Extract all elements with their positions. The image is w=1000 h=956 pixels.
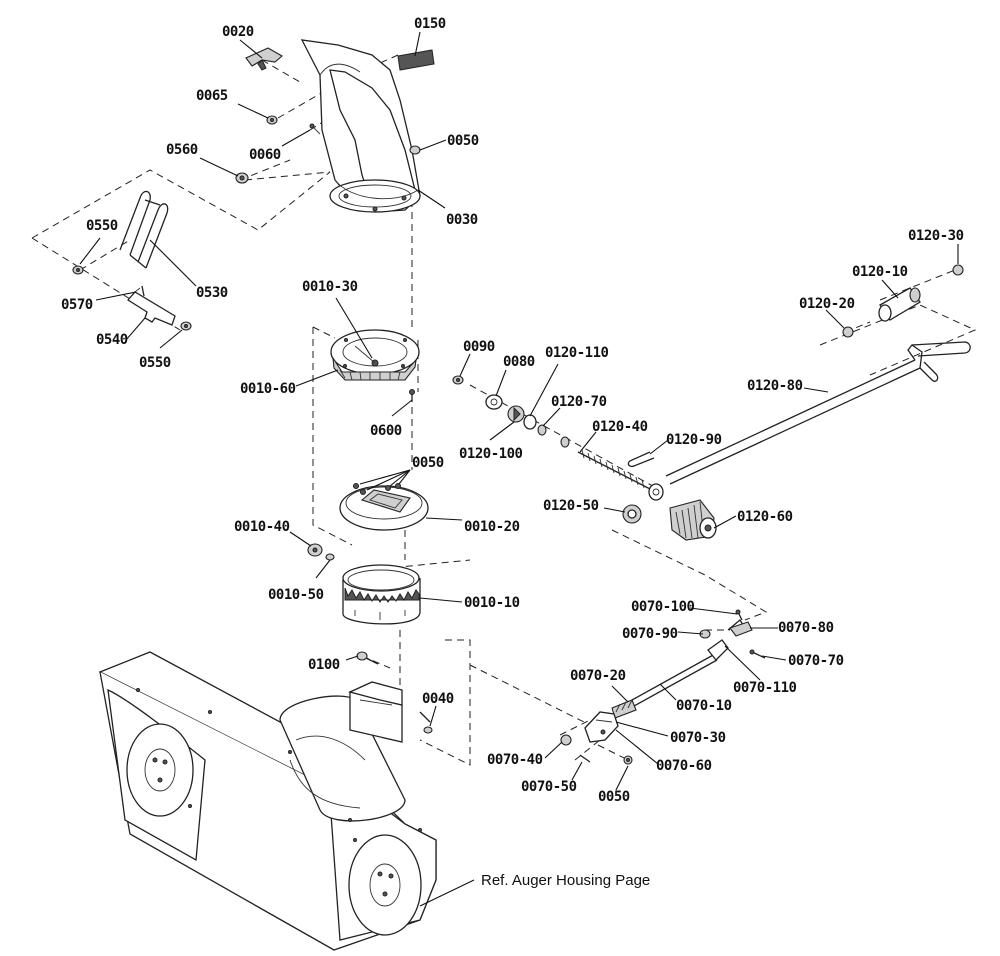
deflector-control-rod xyxy=(119,190,169,269)
label-0560: 0560 xyxy=(166,142,198,158)
label-0060: 0060 xyxy=(249,147,281,163)
label-0550-upper: 0550 xyxy=(86,218,118,234)
deflector-knob xyxy=(245,47,283,71)
auger-housing xyxy=(98,651,437,951)
label-0050-chute: 0050 xyxy=(447,133,479,149)
chute-bracket xyxy=(72,265,192,331)
label-0120-50: 0120-50 xyxy=(543,498,599,514)
label-0540: 0540 xyxy=(96,332,128,348)
label-0120-80: 0120-80 xyxy=(747,378,803,394)
label-0090: 0090 xyxy=(463,339,495,355)
label-0070-80: 0070-80 xyxy=(778,620,834,636)
label-0120-90: 0120-90 xyxy=(666,432,722,448)
label-0010-50: 0010-50 xyxy=(268,587,324,603)
label-0120-100: 0120-100 xyxy=(459,446,523,462)
chute-rotation-ring xyxy=(330,329,420,402)
reference-note: Ref. Auger Housing Page xyxy=(481,872,650,889)
chute-base-plate xyxy=(339,483,429,531)
label-0020: 0020 xyxy=(222,24,254,40)
label-0070-30: 0070-30 xyxy=(670,730,726,746)
label-0070-50: 0070-50 xyxy=(521,779,577,795)
label-0070-40: 0070-40 xyxy=(487,752,543,768)
label-0120-70: 0120-70 xyxy=(551,394,607,410)
label-0030: 0030 xyxy=(446,212,478,228)
label-0070-110: 0070-110 xyxy=(733,680,797,696)
chute-gear-ring xyxy=(307,543,421,625)
label-0120-60: 0120-60 xyxy=(737,509,793,525)
label-0070-100: 0070-100 xyxy=(631,599,695,615)
label-0080: 0080 xyxy=(503,354,535,370)
chute-hardware xyxy=(235,115,421,184)
label-0010-20: 0010-20 xyxy=(464,519,520,535)
label-0600: 0600 xyxy=(370,423,402,439)
label-0120-30: 0120-30 xyxy=(908,228,964,244)
label-0070-10: 0070-10 xyxy=(676,698,732,714)
label-0120-40: 0120-40 xyxy=(592,419,648,435)
label-0570: 0570 xyxy=(61,297,93,313)
label-0120-20: 0120-20 xyxy=(799,296,855,312)
crank-assembly xyxy=(452,264,971,541)
label-0050-linkage: 0050 xyxy=(598,789,630,805)
label-0050-plate: 0050 xyxy=(412,455,444,471)
discharge-chute xyxy=(300,39,421,213)
label-0120-110: 0120-110 xyxy=(545,345,609,361)
label-0010-30: 0010-30 xyxy=(302,279,358,295)
label-0070-90: 0070-90 xyxy=(622,626,678,642)
label-0040: 0040 xyxy=(422,691,454,707)
chute-label-decal xyxy=(397,49,435,71)
part-labels: 0020 0150 0065 0060 0050 0560 0030 0550 … xyxy=(61,16,964,889)
label-0065: 0065 xyxy=(196,88,228,104)
label-0150: 0150 xyxy=(414,16,446,32)
label-0070-70: 0070-70 xyxy=(788,653,844,669)
label-0530: 0530 xyxy=(196,285,228,301)
label-0120-10: 0120-10 xyxy=(852,264,908,280)
label-0550-lower: 0550 xyxy=(139,355,171,371)
label-0070-60: 0070-60 xyxy=(656,758,712,774)
label-0010-40: 0010-40 xyxy=(234,519,290,535)
leader-lines xyxy=(79,31,959,907)
label-0010-60: 0010-60 xyxy=(240,381,296,397)
label-0100: 0100 xyxy=(308,657,340,673)
label-0010-10: 0010-10 xyxy=(464,595,520,611)
label-0070-20: 0070-20 xyxy=(570,668,626,684)
lower-linkage xyxy=(560,609,766,765)
